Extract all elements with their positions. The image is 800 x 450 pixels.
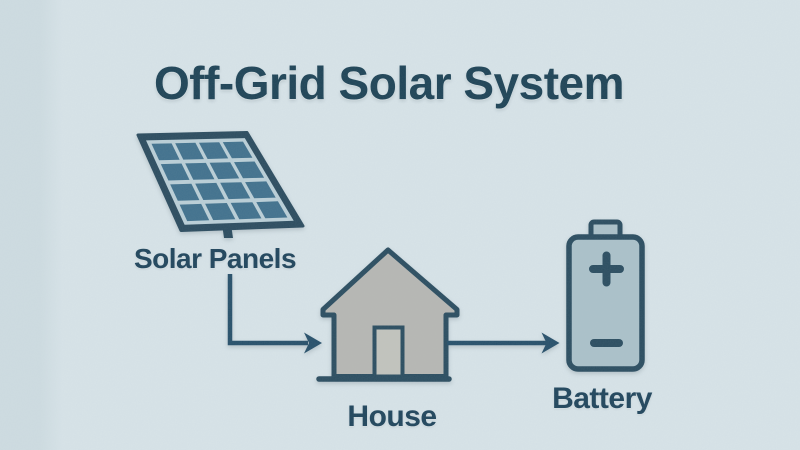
battery-label: Battery [552,382,652,415]
house-icon [316,247,460,382]
house-door [372,325,405,379]
arrow-solar-to-house [227,274,322,354]
arrow-line [227,274,308,346]
house-label: House [347,400,437,433]
solar-panel-icon [136,131,305,238]
arrow-house-to-battery [447,332,560,354]
solar-panels-label: Solar Panels [133,243,297,274]
battery-icon [566,219,645,372]
